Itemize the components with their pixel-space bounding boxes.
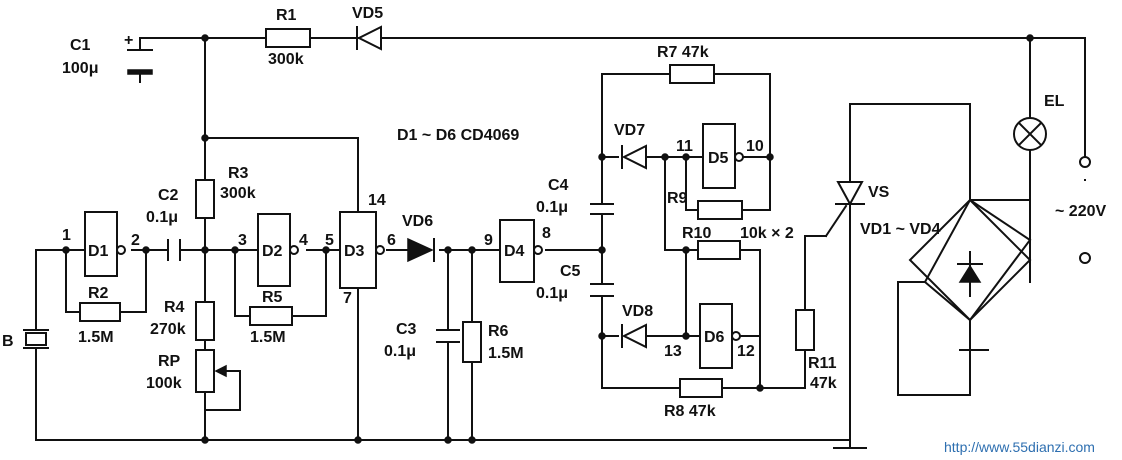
bridge-rectifier-vd1-vd4: VD1 ~ VD4 [860, 198, 1032, 351]
resistor-r6: R6 1.5M [462, 321, 524, 363]
r3-value: 300k [220, 185, 256, 202]
el-label: EL [1044, 93, 1065, 110]
r9-r10-value: 10k × 2 [740, 225, 794, 242]
r9-label: R9 [667, 190, 688, 207]
lamp-el: EL [1013, 93, 1065, 151]
inverter-d5: D5 11 10 [676, 123, 764, 189]
thyristor-vs: VS [824, 181, 890, 238]
d1-pin-1: 1 [62, 227, 71, 244]
d3-label: D3 [344, 243, 365, 260]
capacitor-c4: C4 0.1μ [536, 177, 614, 216]
resistor-r4: R4 270k [150, 299, 215, 341]
d1-pin-2: 2 [131, 232, 140, 249]
diode-vd6: VD6 [402, 213, 435, 263]
resistor-r10: R10 10k × 2 [682, 225, 794, 260]
inverter-d4: D4 9 8 [484, 219, 551, 283]
d5-label: D5 [708, 150, 729, 167]
c5-value: 0.1μ [536, 285, 568, 302]
mains-terminals: ~ 220V [1055, 156, 1106, 264]
vs-label: VS [868, 184, 890, 201]
bridge-label: VD1 ~ VD4 [860, 221, 941, 238]
r5-value: 1.5M [250, 329, 286, 346]
capacitor-c1: + C1 100μ [62, 32, 153, 77]
c3-label: C3 [396, 321, 417, 338]
r1-label: R1 [276, 7, 297, 24]
r2-value: 1.5M [78, 329, 114, 346]
d3-pin-7: 7 [343, 290, 352, 307]
d4-pin-8: 8 [542, 225, 551, 242]
d2-pin-3: 3 [238, 232, 247, 249]
d6-label: D6 [704, 329, 725, 346]
d4-label: D4 [504, 243, 525, 260]
d5-pin-11: 11 [676, 138, 693, 155]
d1-label: D1 [88, 243, 109, 260]
c3-value: 0.1μ [384, 343, 416, 360]
junction-dots [62, 34, 1034, 444]
resistor-r7: R7 47k [657, 44, 715, 84]
d3-pin-6: 6 [387, 232, 396, 249]
r2-label: R2 [88, 285, 109, 302]
wires [35, 37, 1086, 441]
d6-pin-12: 12 [737, 343, 755, 360]
c5-label: C5 [560, 263, 581, 280]
r10-label: R10 [682, 225, 711, 242]
inverter-d6: D6 13 12 [664, 303, 755, 369]
inverter-d3: D3 14 5 6 7 [325, 192, 396, 307]
r7-label: R7 47k [657, 44, 709, 61]
c1-value: 100μ [62, 60, 98, 77]
r4-value: 270k [150, 321, 186, 338]
resistor-r5: R5 1.5M [249, 289, 293, 346]
d5-pin-10: 10 [746, 138, 764, 155]
c1-label: C1 [70, 37, 91, 54]
vd6-label: VD6 [402, 213, 433, 230]
diode-vd8: VD8 [621, 303, 653, 349]
r11-label: R11 [808, 355, 837, 372]
r1-value: 300k [268, 51, 304, 68]
r3-label: R3 [228, 165, 249, 182]
vd7-label: VD7 [614, 122, 645, 139]
resistor-r11: R11 47k [795, 309, 837, 392]
c4-label: C4 [548, 177, 569, 194]
d2-label: D2 [262, 243, 283, 260]
resistor-r3: R3 300k [195, 165, 256, 219]
diode-vd7: VD7 [614, 122, 647, 170]
c2-value: 0.1μ [146, 209, 178, 226]
d3-pin-14: 14 [368, 192, 386, 209]
r6-label: R6 [488, 323, 509, 340]
rp-value: 100k [146, 375, 182, 392]
resistor-r9: R9 [667, 190, 743, 220]
buzzer-b: B [2, 329, 49, 350]
inverter-d1: D1 1 2 [62, 211, 140, 277]
ic-family-label: D1 ~ D6 CD4069 [397, 127, 519, 144]
d2-pin-4: 4 [299, 232, 308, 249]
r8-label: R8 47k [664, 403, 716, 420]
resistor-r8: R8 47k [664, 378, 723, 420]
watermark-text: http://www.55dianzi.com [944, 439, 1095, 455]
b-label: B [2, 333, 14, 350]
r4-label: R4 [164, 299, 185, 316]
c2-label: C2 [158, 187, 179, 204]
capacitor-c3: C3 0.1μ [384, 321, 460, 360]
resistor-r2: R2 1.5M [78, 285, 121, 346]
c4-value: 0.1μ [536, 199, 568, 216]
d4-pin-9: 9 [484, 232, 493, 249]
d3-pin-5: 5 [325, 232, 334, 249]
ground-symbol [833, 439, 867, 449]
r5-label: R5 [262, 289, 283, 306]
potentiometer-rp: RP 100k [146, 349, 241, 411]
r6-value: 1.5M [488, 345, 524, 362]
c1-polarity-label: + [124, 32, 133, 49]
diode-vd5: VD5 [352, 5, 383, 51]
d6-pin-13: 13 [664, 343, 682, 360]
r11-value: 47k [810, 375, 837, 392]
resistor-r1: R1 300k [265, 7, 311, 68]
mains-voltage-label: ~ 220V [1055, 203, 1106, 220]
inverter-d2: D2 3 4 [238, 213, 308, 287]
capacitor-c5: C5 0.1μ [536, 263, 614, 302]
vd5-label: VD5 [352, 5, 383, 22]
rp-label: RP [158, 353, 181, 370]
capacitor-c2: C2 0.1μ [146, 187, 181, 261]
vd8-label: VD8 [622, 303, 653, 320]
